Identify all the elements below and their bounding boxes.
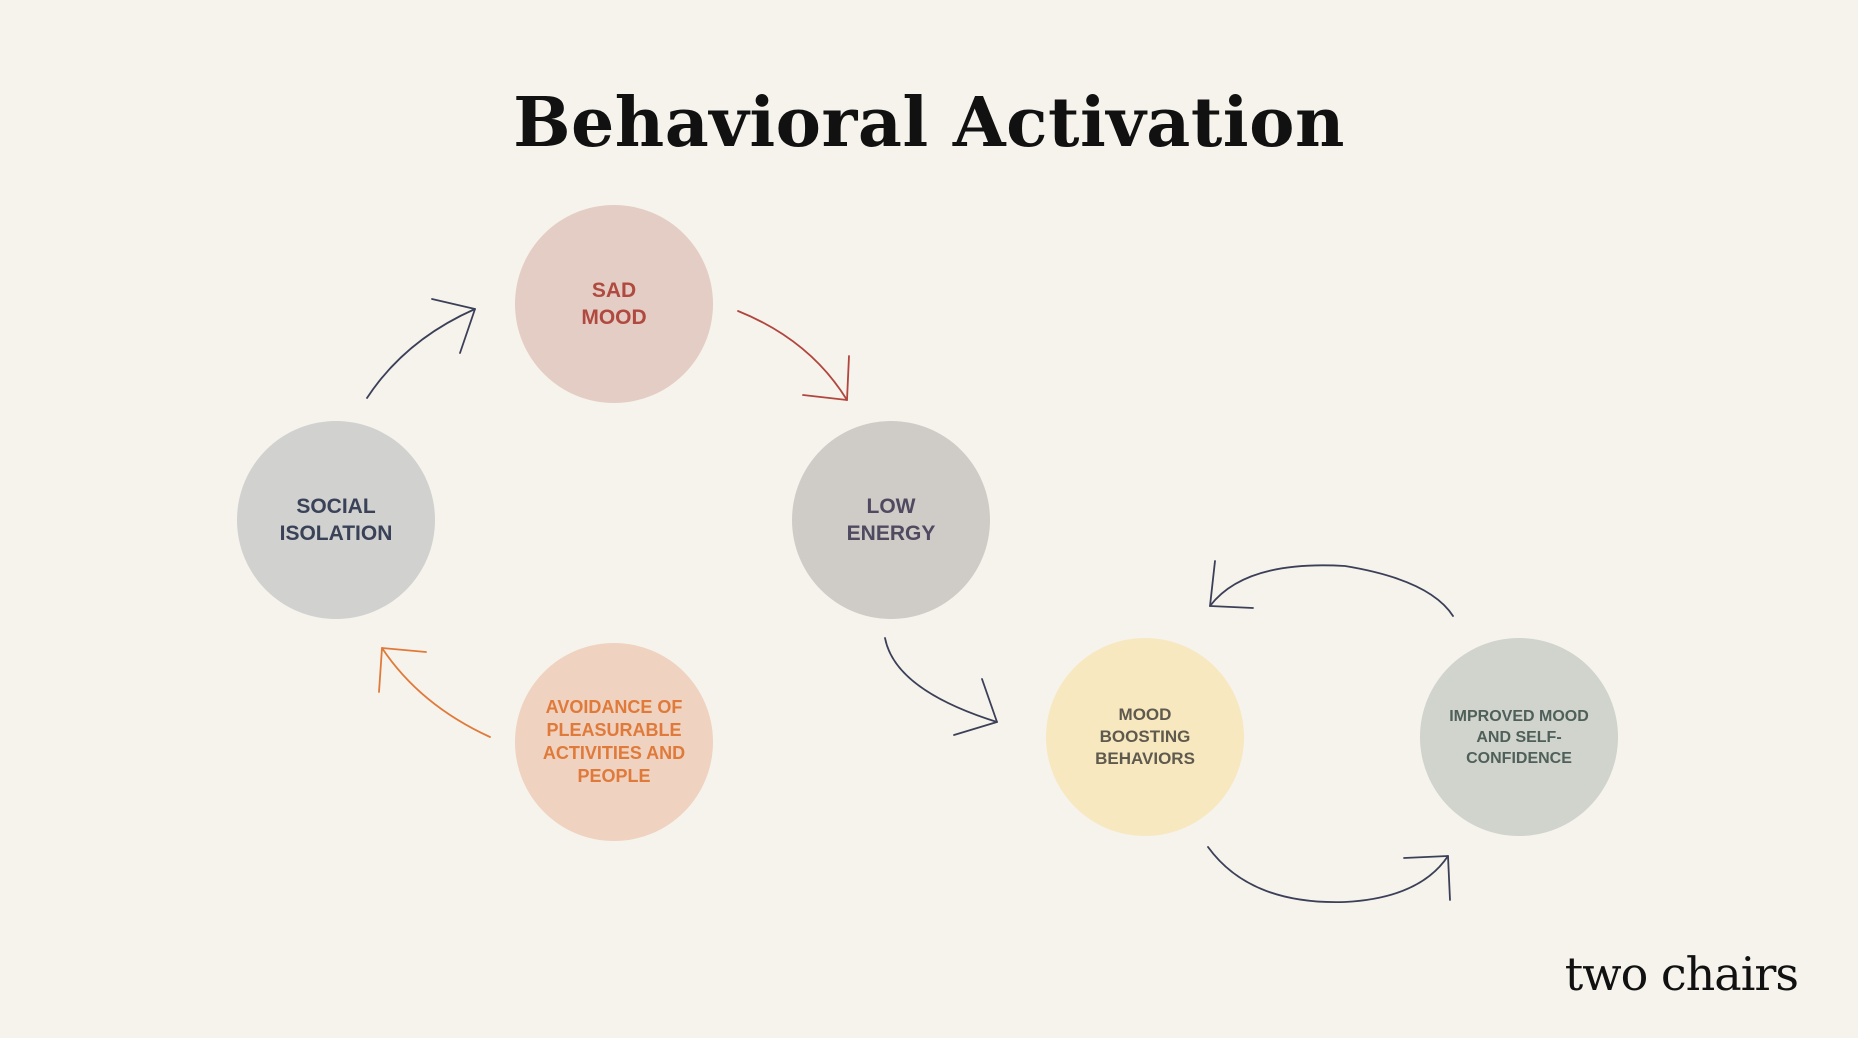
arrow-mood-boosting-to-improved [1207,846,1451,904]
node-improved-mood: IMPROVED MOOD AND SELF- CONFIDENCE [1420,638,1618,836]
node-social-isolation-label: SOCIAL ISOLATION [279,495,393,545]
node-social-isolation: SOCIAL ISOLATION [237,421,435,619]
node-low-energy-label: LOW ENERGY [846,495,936,545]
node-sad-mood-label: SAD MOOD [581,279,647,329]
node-avoidance-label: AVOIDANCE OF PLEASURABLE ACTIVITIES AND … [542,697,686,786]
node-mood-boosting-behaviors-label: MOOD BOOSTING BEHAVIORS [1095,705,1195,768]
brand-logo: two chairs [1564,947,1799,1001]
arrow-sad-mood-to-low-energy [737,310,850,401]
arrow-low-energy-to-mood-boosting [884,637,998,736]
arrow-avoidance-to-isolation [378,647,491,738]
node-sad-mood: SAD MOOD [515,205,713,403]
node-improved-mood-label: IMPROVED MOOD AND SELF- CONFIDENCE [1449,707,1589,767]
page-title: Behavioral Activation [513,83,1345,163]
node-avoidance: AVOIDANCE OF PLEASURABLE ACTIVITIES AND … [515,643,713,841]
node-low-energy: LOW ENERGY [792,421,990,619]
node-mood-boosting-behaviors: MOOD BOOSTING BEHAVIORS [1046,638,1244,836]
arrow-isolation-to-sad-mood [366,298,476,399]
arrow-improved-to-mood-boosting [1209,560,1454,617]
